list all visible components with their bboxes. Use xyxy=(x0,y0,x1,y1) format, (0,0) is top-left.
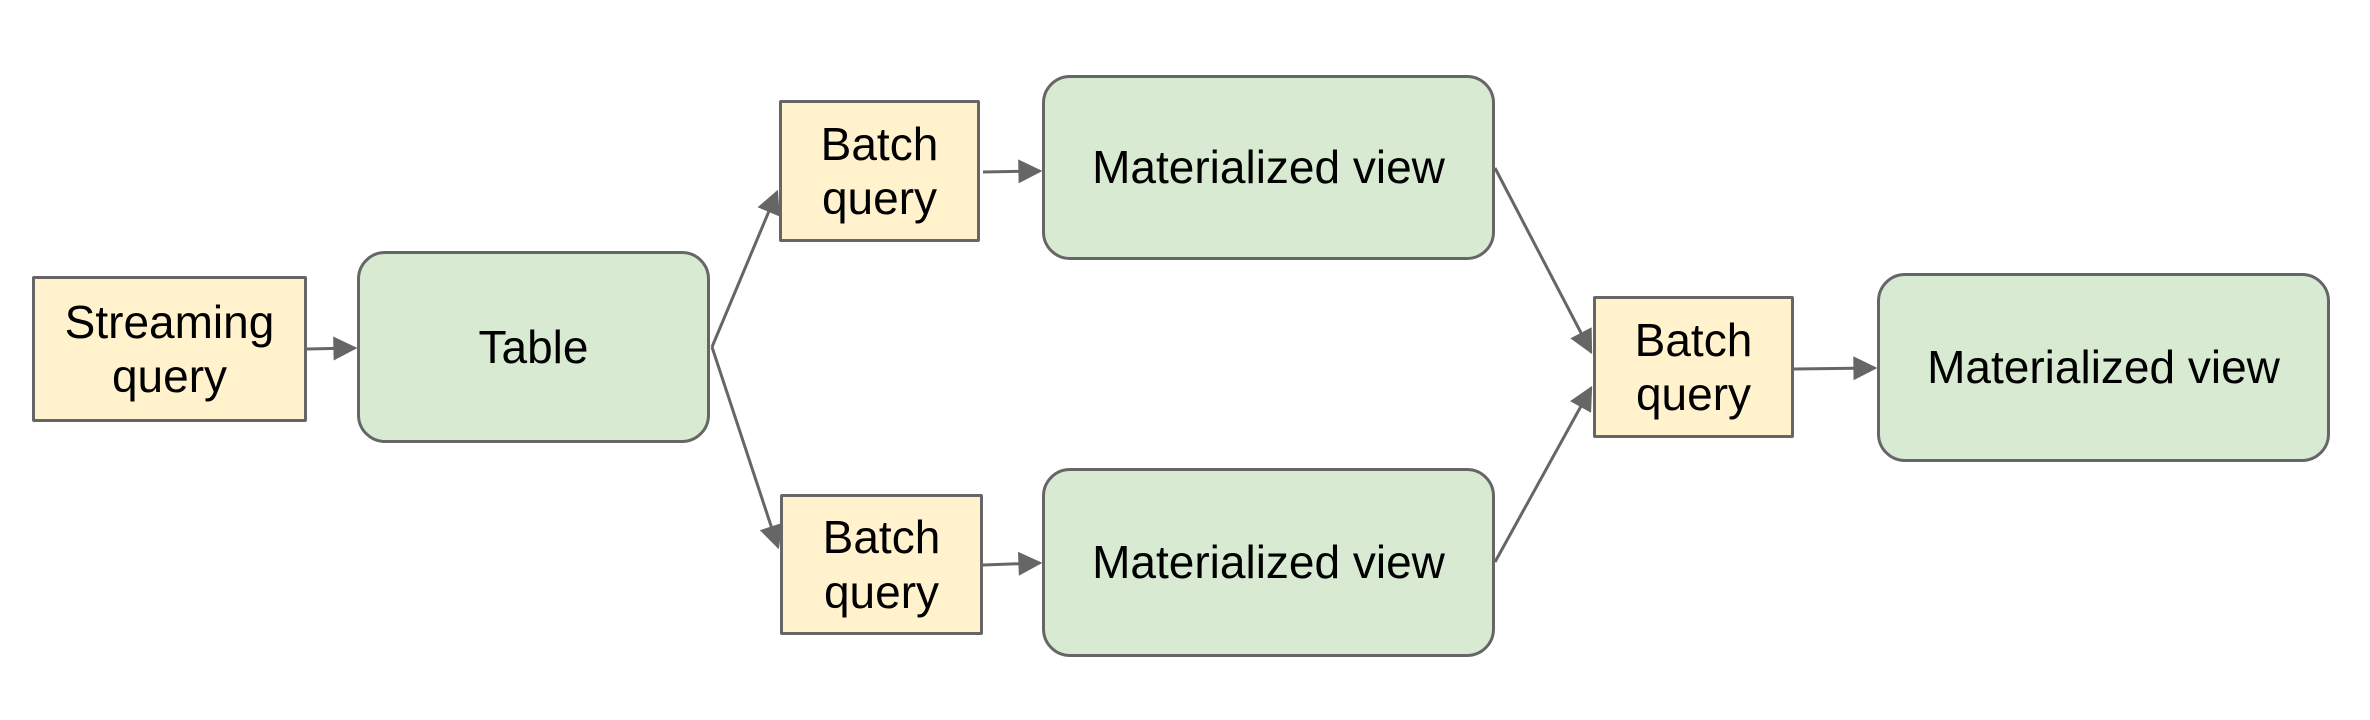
node-materialized-view-bottom-label: Materialized view xyxy=(1092,536,1445,589)
node-table-label: Table xyxy=(478,320,589,373)
node-batch-query-right: Batch query xyxy=(1593,296,1794,438)
node-table: Table xyxy=(357,251,710,443)
edge-batch-right-to-mv-final xyxy=(1793,356,1878,381)
edge-mv-bottom-to-batch-right xyxy=(1493,385,1593,563)
node-streaming-query-label: Streaming query xyxy=(64,295,275,402)
node-materialized-view-top-label: Materialized view xyxy=(1092,141,1445,194)
node-batch-query-top-label: Batch query xyxy=(820,117,939,224)
node-batch-query-bottom-label: Batch query xyxy=(822,511,941,618)
edge-batch-top-to-mv-top xyxy=(982,159,1043,184)
node-materialized-view-bottom: Materialized view xyxy=(1042,468,1495,657)
node-materialized-view-final-label: Materialized view xyxy=(1927,341,2280,394)
edge-batch-bottom-to-mv-bottom xyxy=(982,551,1043,576)
edge-streaming-to-table xyxy=(306,336,358,361)
edge-mv-top-to-batch-right xyxy=(1493,167,1593,355)
node-batch-query-right-label: Batch query xyxy=(1634,313,1753,420)
edge-table-to-batch-bottom xyxy=(710,346,783,550)
node-batch-query-top: Batch query xyxy=(779,100,980,242)
node-materialized-view-final: Materialized view xyxy=(1877,273,2330,462)
edge-table-to-batch-top xyxy=(710,189,780,348)
node-batch-query-bottom: Batch query xyxy=(780,494,983,635)
node-streaming-query: Streaming query xyxy=(32,276,307,422)
node-materialized-view-top: Materialized view xyxy=(1042,75,1495,260)
